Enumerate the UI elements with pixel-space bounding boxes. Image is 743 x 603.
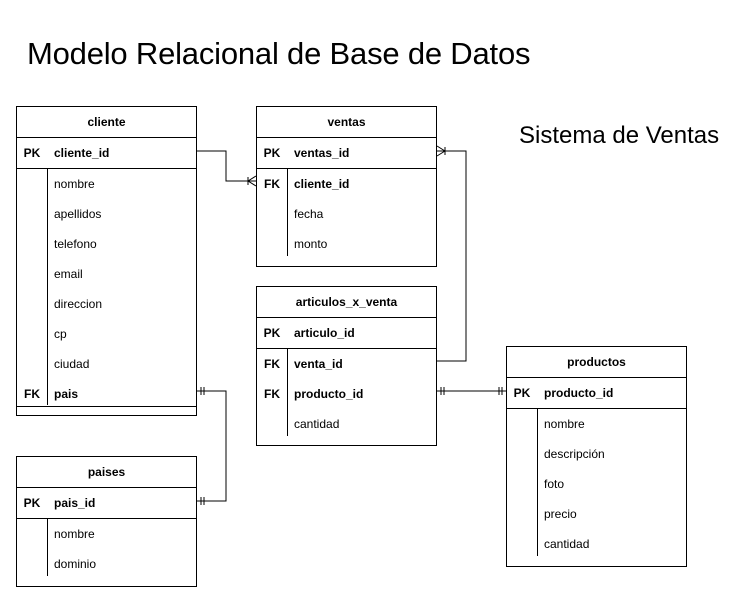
entity-footer-line (17, 406, 196, 407)
entity-paises-header: paises (17, 457, 196, 488)
attr-row: cantidad (257, 409, 436, 439)
attr-dominio: dominio (54, 557, 97, 571)
pk-label: PK (263, 146, 281, 160)
attr-venta_id: venta_id (294, 357, 343, 371)
connector-cliente-paises (197, 387, 227, 505)
attr-producto_id: producto_id (544, 386, 614, 400)
attr-row: nombre (17, 169, 196, 199)
attr-ventas_id: ventas_id (294, 146, 350, 160)
attr-row: direccion (17, 289, 196, 319)
attr-row: nombre (507, 409, 686, 439)
key-column-divider (537, 408, 538, 556)
attr-nombre: nombre (54, 527, 95, 541)
entity-cliente-pk-row: PK cliente_id (17, 138, 196, 169)
entity-productos[interactable]: productos PK producto_id nombre descripc… (506, 346, 687, 567)
entity-paises[interactable]: paises PK pais_id nombre dominio (16, 456, 197, 587)
attr-apellidos: apellidos (54, 207, 102, 221)
attr-nombre: nombre (54, 177, 95, 191)
attr-nombre: nombre (544, 417, 585, 431)
attr-row: email (17, 259, 196, 289)
attr-foto: foto (544, 477, 565, 491)
attr-cliente_id: cliente_id (294, 177, 350, 191)
key-column-divider (287, 348, 288, 436)
attr-fecha: fecha (294, 207, 324, 221)
fk-label: FK (24, 387, 40, 401)
attr-row: FK venta_id (257, 349, 436, 379)
entity-articulos_x_venta-pk-row: PK articulo_id (257, 318, 436, 349)
key-column-divider (287, 168, 288, 256)
entity-ventas-header: ventas (257, 107, 436, 138)
attr-row: FK producto_id (257, 379, 436, 409)
crows-foot-mark (247, 175, 257, 187)
entity-productos-pk-row: PK producto_id (507, 378, 686, 409)
attr-row: nombre (17, 519, 196, 549)
diagram-subtitle: Sistema de Ventas (519, 122, 720, 149)
attr-descripcion: descripción (544, 447, 605, 461)
connector-articulos-ventas (436, 145, 467, 362)
attr-row: fecha (257, 199, 436, 229)
attr-row: cp (17, 319, 196, 349)
fk-label: FK (264, 357, 280, 371)
attr-ciudad: ciudad (54, 357, 90, 371)
attr-articulo_id: articulo_id (294, 326, 355, 340)
attr-cp: cp (54, 327, 67, 341)
attr-row: precio (507, 499, 686, 529)
entity-cliente[interactable]: cliente PK cliente_id nombre apellidos t… (16, 106, 197, 416)
attr-row: FK cliente_id (257, 169, 436, 199)
attr-pais_id: pais_id (54, 496, 96, 510)
attr-row: monto (257, 229, 436, 259)
attr-row: cantidad (507, 529, 686, 559)
attr-row: descripción (507, 439, 686, 469)
attr-cantidad: cantidad (544, 537, 590, 551)
entity-paises-pk-row: PK pais_id (17, 488, 196, 519)
entity-ventas[interactable]: ventas PK ventas_id FK cliente_id fecha … (256, 106, 437, 267)
attr-row: telefono (17, 229, 196, 259)
pk-label: PK (23, 146, 41, 160)
entity-productos-header: productos (507, 347, 686, 378)
one-only-one-mark (440, 387, 445, 395)
pk-label: PK (23, 496, 41, 510)
connector-cliente-ventas (197, 150, 257, 187)
entity-ventas-pk-row: PK ventas_id (257, 138, 436, 169)
attr-cliente_id: cliente_id (54, 146, 110, 160)
attr-telefono: telefono (54, 237, 97, 251)
pk-label: PK (263, 326, 281, 340)
pk-label: PK (513, 386, 531, 400)
key-column-divider (47, 518, 48, 576)
attr-row: ciudad (17, 349, 196, 379)
attr-row: dominio (17, 549, 196, 579)
attr-row: apellidos (17, 199, 196, 229)
attr-row: FK pais (17, 379, 196, 409)
one-only-one-mark (200, 497, 205, 505)
attr-precio: precio (544, 507, 577, 521)
one-only-one-mark (498, 387, 503, 395)
connector-articulos-productos (437, 387, 506, 395)
entity-cliente-header: cliente (17, 107, 196, 138)
attr-producto_id: producto_id (294, 387, 364, 401)
entity-articulos_x_venta[interactable]: articulos_x_venta PK articulo_id FK vent… (256, 286, 437, 446)
crows-foot-mark (436, 145, 446, 157)
attr-email: email (54, 267, 83, 281)
attr-direccion: direccion (54, 297, 103, 311)
attr-pais: pais (54, 387, 79, 401)
one-only-one-mark (200, 387, 205, 395)
fk-label: FK (264, 387, 280, 401)
fk-label: FK (264, 177, 280, 191)
entity-articulos_x_venta-header: articulos_x_venta (257, 287, 436, 318)
key-column-divider (47, 168, 48, 405)
attr-monto: monto (294, 237, 328, 251)
attr-row: foto (507, 469, 686, 499)
attr-cantidad: cantidad (294, 417, 340, 431)
diagram-title: Modelo Relacional de Base de Datos (27, 36, 531, 71)
